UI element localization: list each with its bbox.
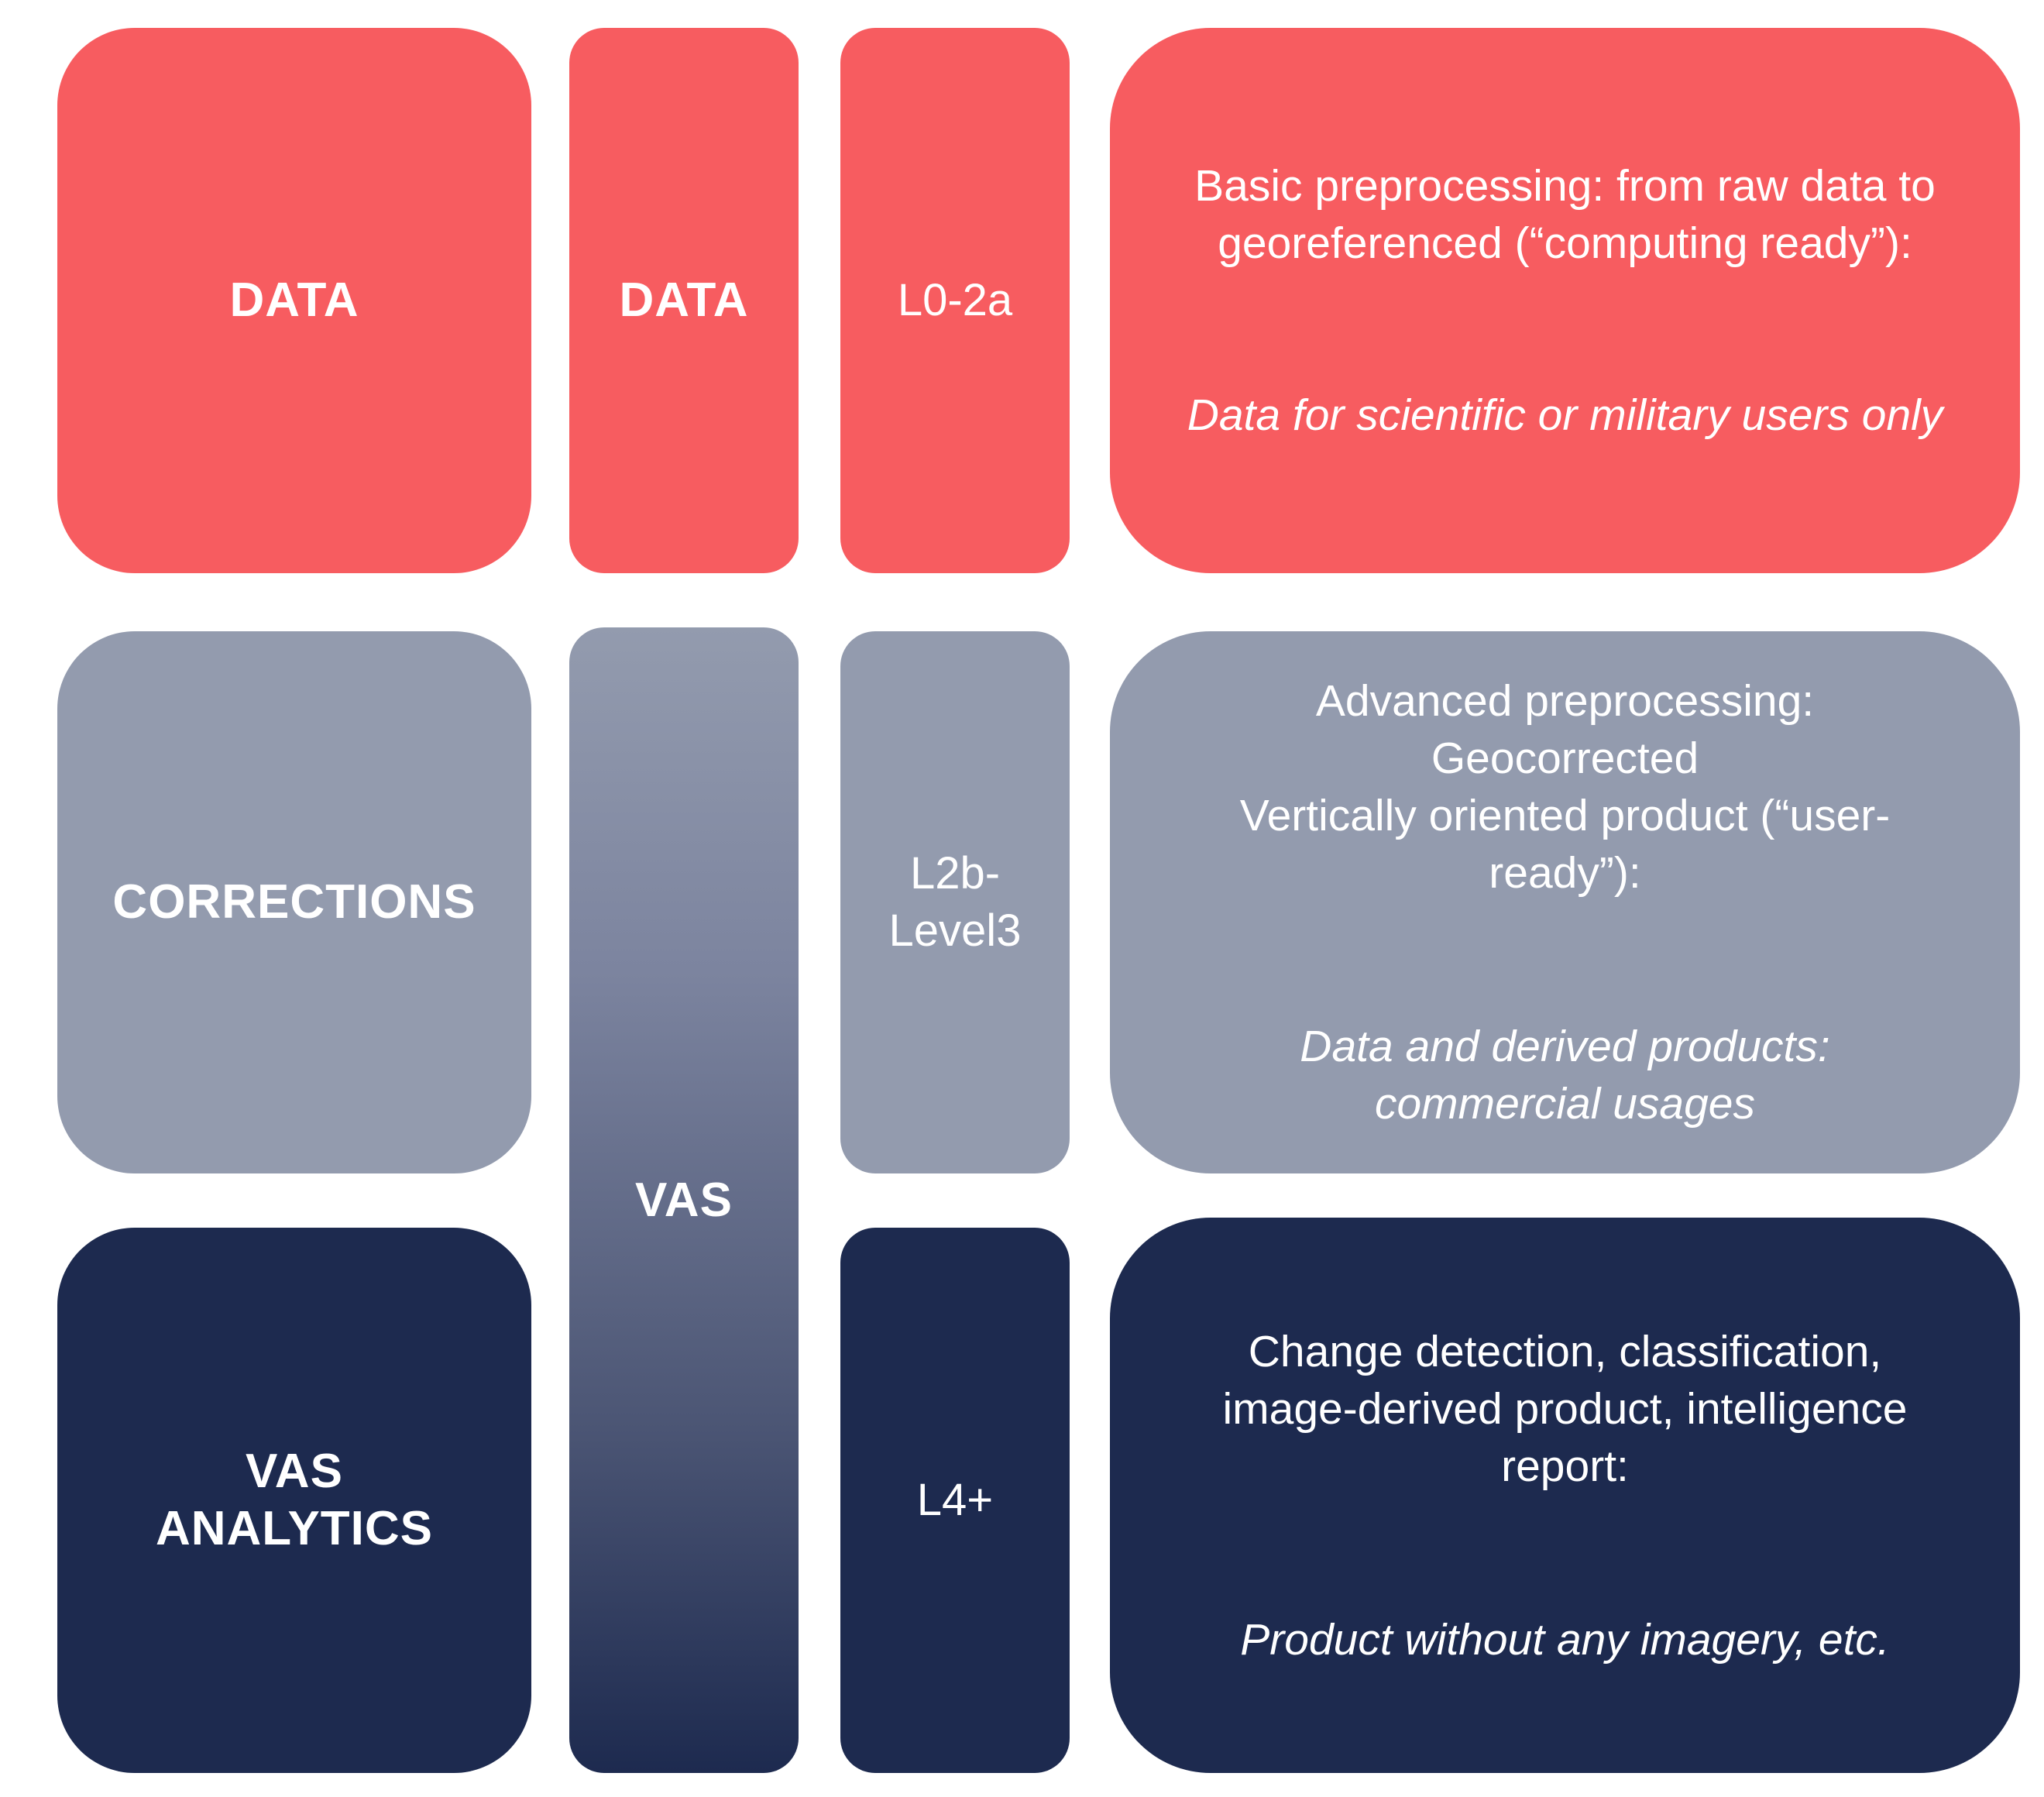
group-data-label: DATA: [619, 273, 749, 327]
usage-advanced-line-2: commercial usages: [1374, 1079, 1755, 1129]
level-l2b-level3-box: L2b- Level3: [840, 631, 1070, 1173]
description-change-line-1: Change detection, classification,: [1248, 1326, 1882, 1376]
usage-change-line-1: Product without any imagery, etc.: [1240, 1614, 1890, 1665]
usage-basic-line-1: Data for scientific or military users on…: [1187, 390, 1943, 440]
usage-advanced-line-1: Data and derived products:: [1300, 1022, 1830, 1071]
description-advanced-line-1: Advanced preprocessing:: [1315, 676, 1815, 726]
description-advanced-line-2: Geocorrected: [1431, 734, 1699, 783]
description-advanced-box: Advanced preprocessing: Geocorrected Ver…: [1110, 631, 2020, 1173]
level-l2b-line-1: L2b-: [909, 848, 1001, 898]
category-data-box: DATA: [57, 28, 531, 573]
category-data-label: DATA: [229, 273, 359, 327]
category-vas-analytics-box: VAS ANALYTICS: [57, 1228, 531, 1773]
category-vas-analytics-line-1: VAS: [246, 1445, 343, 1498]
description-advanced-line-4: ready”):: [1489, 848, 1641, 898]
group-vas-label: VAS: [635, 1173, 733, 1227]
category-vas-analytics-line-2: ANALYTICS: [155, 1502, 434, 1555]
description-basic-box: Basic preprocessing: from raw data to ge…: [1110, 28, 2020, 573]
description-advanced-line-3: Vertically oriented product (“user-: [1239, 791, 1891, 840]
description-basic-line-1: Basic preprocessing: from raw data to: [1194, 161, 1936, 211]
description-change-box: Change detection, classification, image-…: [1110, 1218, 2020, 1773]
category-corrections-label: CORRECTIONS: [112, 875, 476, 929]
category-corrections-box: CORRECTIONS: [57, 631, 531, 1173]
group-data-box: DATA: [569, 28, 799, 573]
group-vas-box: VAS: [569, 627, 799, 1773]
description-change-line-3: report:: [1501, 1441, 1629, 1491]
level-l0-2a-box: L0-2a: [840, 28, 1070, 573]
level-l0-2a-label: L0-2a: [897, 275, 1013, 325]
description-change-line-2: image-derived product, intelligence: [1222, 1383, 1908, 1434]
description-basic-line-2: georeferenced (“computing ready”):: [1218, 218, 1912, 268]
level-l4-box: L4+: [840, 1228, 1070, 1773]
level-l2b-line-2: Level3: [888, 905, 1022, 956]
level-l4-label: L4+: [916, 1475, 994, 1525]
